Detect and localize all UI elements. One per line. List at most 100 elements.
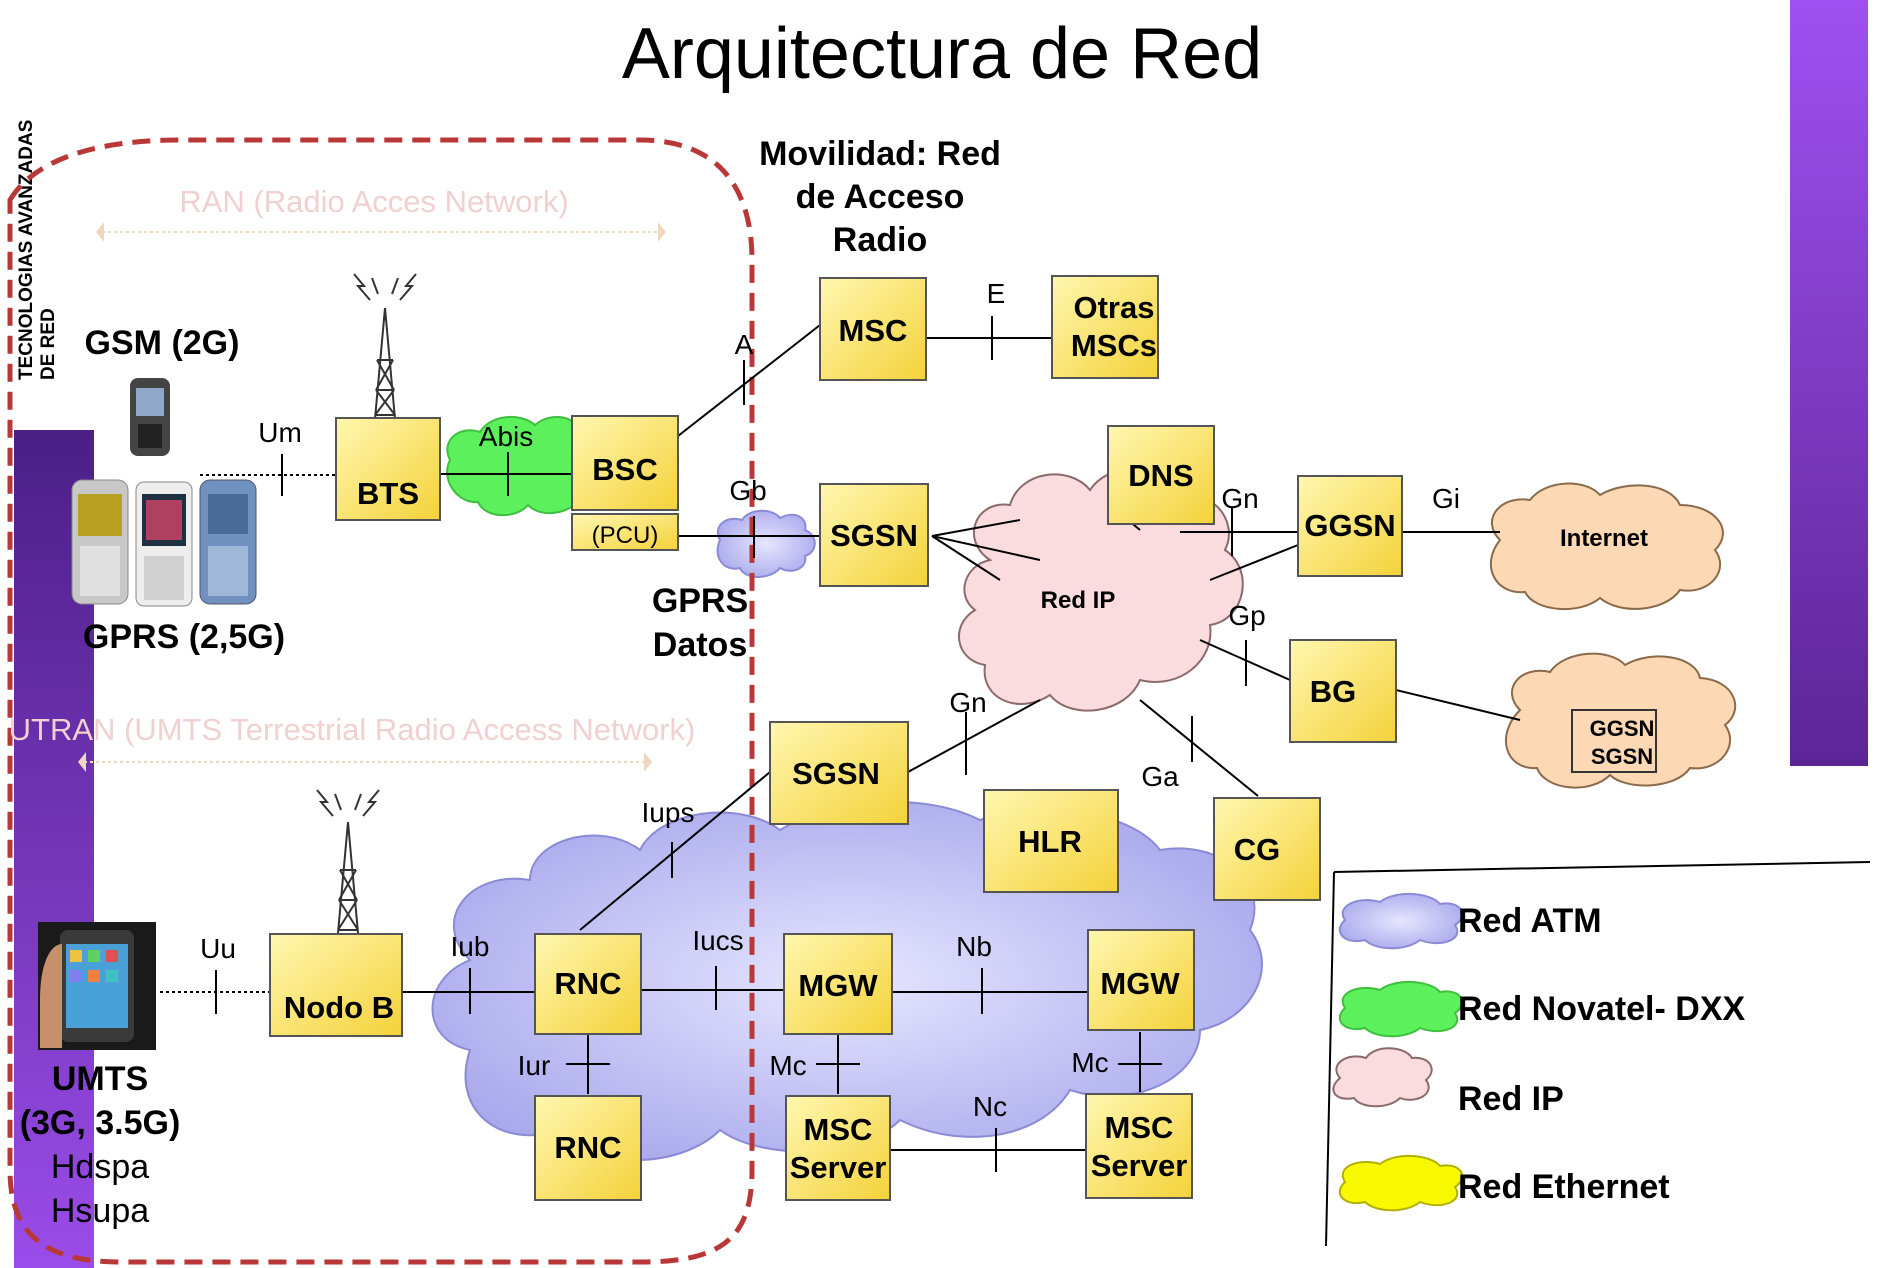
pcu-node[interactable] [571,513,679,551]
rnc-bottom-node[interactable] [534,1095,642,1201]
dns-label: DNS [1128,458,1193,493]
legend-novatel-swatch [1338,980,1464,1038]
bsc-node[interactable] [571,415,679,511]
iface-a: A [735,329,754,360]
mobility-line2: de Acceso [796,178,965,216]
right-purple-bar [1790,0,1868,766]
ran-arrow-head-left [96,222,104,242]
legend-ethernet-label: Red Ethernet [1458,1168,1670,1206]
bg-node[interactable] [1289,639,1397,743]
rnc-bottom-label: RNC [554,1130,621,1165]
legend-ip-label: Red IP [1458,1080,1564,1118]
atm-cloud-small [716,509,816,578]
msc-node[interactable] [819,277,927,381]
nodo-b-label: Nodo B [284,990,394,1025]
iface-iucs: Iucs [692,925,743,956]
iface-ga: Ga [1141,761,1179,792]
internet-cloud [1489,482,1724,610]
msc-server-left-node[interactable] [785,1095,891,1201]
umts-line4: Hsupa [51,1192,149,1230]
legend-atm-label: Red ATM [1458,902,1602,940]
nodeb-tower-icon [316,789,380,945]
interface-ticks [215,316,1247,1172]
bts-tower-icon [353,273,417,431]
ext-cloud-label-line1: GGSN [1590,716,1655,741]
iface-iur: Iur [518,1050,551,1081]
gprs-label: GPRS (2,5G) [83,618,285,656]
mobility-label: Movilidad: Red de Acceso Radio [759,135,1001,259]
legend-novatel-label: Red Novatel- DXX [1458,990,1745,1028]
ggsn-label: GGSN [1304,508,1395,543]
umts-phone-icon [38,922,156,1050]
rnc-top-node[interactable] [534,933,642,1035]
sgsn-bottom-label: SGSN [792,756,880,791]
msc-server-right-label-line2: Server [1091,1148,1188,1183]
connections [160,324,1521,1151]
msc-server-left-label-line2: Server [790,1150,887,1185]
iface-gp: Gp [1228,600,1265,631]
iface-mc-left: Mc [769,1050,806,1081]
hlr-node[interactable] [983,789,1119,893]
ran-arrow-head-right [658,222,666,242]
mgw-left-node[interactable] [783,933,893,1035]
cg-node[interactable] [1213,797,1321,901]
iface-uu: Uu [200,933,236,964]
bsc-label: BSC [592,452,657,487]
mobility-line1: Movilidad: Red [759,135,1001,173]
legend-atm-swatch [1338,892,1464,950]
umts-label: UMTS (3G, 3.5G) Hdspa Hsupa [20,1060,181,1230]
iface-gb: Gb [729,475,766,506]
page-title: Arquitectura de Red [622,14,1262,94]
sgsn-bottom-node[interactable] [769,721,909,825]
ip-cloud [958,468,1244,712]
umts-line3: Hdspa [51,1148,149,1186]
mgw-right-node[interactable] [1087,929,1195,1031]
nodo-b-node[interactable] [269,933,403,1037]
ggsn-node[interactable] [1297,475,1403,577]
ran-boundary [7,137,755,1265]
msc-server-right-node[interactable] [1085,1093,1193,1199]
umts-line1: UMTS [52,1060,148,1098]
otras-mscs-label-line2: MSCs [1071,328,1157,363]
utran-arrow-head-left [78,752,86,772]
iface-e: E [987,278,1006,309]
pcu-label: (PCU) [592,522,659,549]
umts-line2: (3G, 3.5G) [20,1104,181,1142]
iface-iups: Iups [642,797,695,828]
dns-node[interactable] [1107,425,1215,525]
legend-ethernet-swatch [1338,1154,1464,1212]
otras-mscs-label-line1: Otras [1074,290,1155,325]
gsm-phone-icon [130,378,170,456]
iface-nc: Nc [973,1091,1007,1122]
mgw-left-label: MGW [798,968,878,1003]
bts-node[interactable] [335,417,441,521]
bts-label: BTS [357,476,419,511]
sgsn-top-node[interactable] [819,483,929,587]
msc-server-right-label-line1: MSC [1105,1110,1174,1145]
node-labels: BTS BSC (PCU) MSC Otras MSCs SGSN DNS GG… [284,290,1396,1185]
interface-labels: Um Abis A E Gb Gn Gi Gp Gn Ga Iups Uu Iu… [200,278,1460,1122]
utran-label: UTRAN (UMTS Terrestrial Radio Access Net… [9,712,696,747]
gprs-datos-label: GPRS Datos [652,582,748,664]
legend-ip-swatch [1332,1047,1433,1108]
mobility-line3: Radio [833,221,927,259]
mgw-right-label: MGW [1100,966,1180,1001]
msc-server-left-label-line1: MSC [804,1112,873,1147]
msc-label: MSC [839,313,908,348]
iface-iub: Iub [451,931,490,962]
sgsn-top-label: SGSN [830,518,918,553]
iface-um: Um [258,417,302,448]
side-label-line1: TECNOLOGIAS AVANZADAS [16,120,37,380]
gprs-datos-line2: Datos [653,626,747,664]
cg-label: CG [1234,832,1281,867]
otras-mscs-node[interactable] [1051,275,1159,379]
ext-cloud-label-line2: SGSN [1591,744,1653,769]
gsm-label: GSM (2G) [85,324,240,362]
utran-arrow-head-right [644,752,652,772]
hlr-label: HLR [1018,824,1082,859]
rnc-top-label: RNC [554,966,621,1001]
iface-gn-bottom: Gn [949,687,986,718]
ext-ggsn-sgsn-box [1571,709,1657,773]
network-nodes [269,275,1657,1201]
ran-label: RAN (Radio Acces Network) [179,184,568,219]
